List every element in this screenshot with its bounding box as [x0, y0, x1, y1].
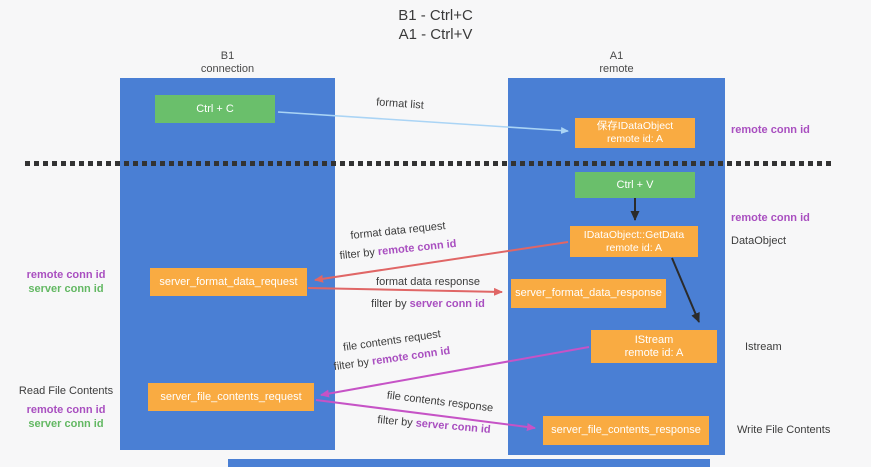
left-bottom-notes: Read File Contents remote conn id server… [10, 384, 122, 431]
idataobject-getdata-box: IDataObject::GetData remote id: A [570, 226, 698, 257]
file-contents-response-label: file contents response [386, 389, 494, 415]
server-format-data-request-label: server_format_data_request [159, 275, 298, 288]
file-contents-response-filter-label: filter by server conn id [377, 414, 491, 436]
lane-b1-subtitle: connection [200, 63, 255, 75]
format-data-request-label: format data request [349, 220, 447, 242]
title-line-1: B1 - Ctrl+C [398, 7, 473, 24]
server-format-data-request-box: server_format_data_request [150, 268, 307, 296]
save-idataobject-line1: 保存IDataObject [596, 120, 674, 132]
left-mid-conn-id-notes: remote conn id server conn id [10, 268, 122, 296]
left-bottom-server-conn-id: server conn id [28, 418, 104, 430]
filter-by-text-2: filter by [371, 298, 410, 310]
title-line-2: A1 - Ctrl+V [398, 26, 473, 43]
server-file-contents-request-label: server_file_contents_request [160, 390, 302, 403]
ctrl-v-box: Ctrl + V [575, 172, 695, 198]
remote-conn-id-note-mid: remote conn id [731, 212, 810, 224]
istream-note: Istream [745, 341, 782, 353]
format-data-response-arrow [307, 287, 503, 296]
left-mid-remote-conn-id: remote conn id [26, 269, 106, 281]
write-file-contents-note: Write File Contents [737, 424, 831, 436]
format-data-response-filter-label: filter by server conn id [371, 298, 485, 310]
format-data-request-filter-label: filter by remote conn id [339, 238, 457, 262]
istream-box: IStream remote id: A [591, 330, 717, 363]
save-idataobject-box: 保存IDataObject remote id: A [575, 118, 695, 148]
server-file-contents-response-label: server_file_contents_response [551, 424, 701, 436]
server-format-data-response-label: server_format_data_response [515, 287, 662, 299]
server-file-contents-response-box: server_file_contents_response [543, 416, 709, 445]
filter-by-text-3: filter by [333, 355, 373, 374]
ctrl-c-box: Ctrl + C [155, 95, 275, 123]
dataobject-note: DataObject [731, 235, 787, 247]
phase-divider-dashed-line [25, 161, 833, 166]
diagram-title: B1 - Ctrl+C A1 - Ctrl+V [0, 6, 871, 44]
bottom-blue-strip [228, 459, 710, 467]
lane-a1-title: A1 [609, 50, 624, 62]
server-format-data-response-box: server_format_data_response [511, 279, 666, 308]
lane-a1-subtitle: remote [599, 63, 634, 75]
filter-key-server-conn-id-1: server conn id [409, 298, 485, 310]
server-file-contents-request-box: server_file_contents_request [148, 383, 314, 411]
filter-by-text-1: filter by [339, 246, 379, 263]
getdata-line2: remote id: A [605, 241, 663, 254]
lane-header-a1: A1 remote [508, 50, 725, 76]
read-file-contents-note: Read File Contents [18, 385, 114, 397]
left-mid-server-conn-id: server conn id [28, 283, 104, 295]
left-bottom-remote-conn-id: remote conn id [26, 404, 106, 416]
istream-line2: remote id: A [624, 346, 684, 359]
filter-key-remote-conn-id-2: remote conn id [371, 344, 451, 368]
lane-b1-title: B1 [220, 50, 235, 62]
format-data-response-label: format data response [376, 276, 480, 288]
ctrl-c-label: Ctrl + C [196, 102, 234, 115]
format-list-label: format list [375, 96, 425, 112]
filter-by-text-4: filter by [376, 414, 417, 430]
lane-header-b1: B1 connection [120, 50, 335, 76]
remote-conn-id-note-top: remote conn id [731, 124, 810, 136]
filter-key-remote-conn-id-1: remote conn id [377, 237, 457, 259]
getdata-line1: IDataObject::GetData [583, 228, 685, 241]
istream-line1: IStream [634, 333, 674, 346]
filter-key-server-conn-id-2: server conn id [415, 417, 492, 436]
ctrl-v-label: Ctrl + V [616, 178, 654, 191]
save-idataobject-line2: remote id: A [606, 133, 664, 145]
